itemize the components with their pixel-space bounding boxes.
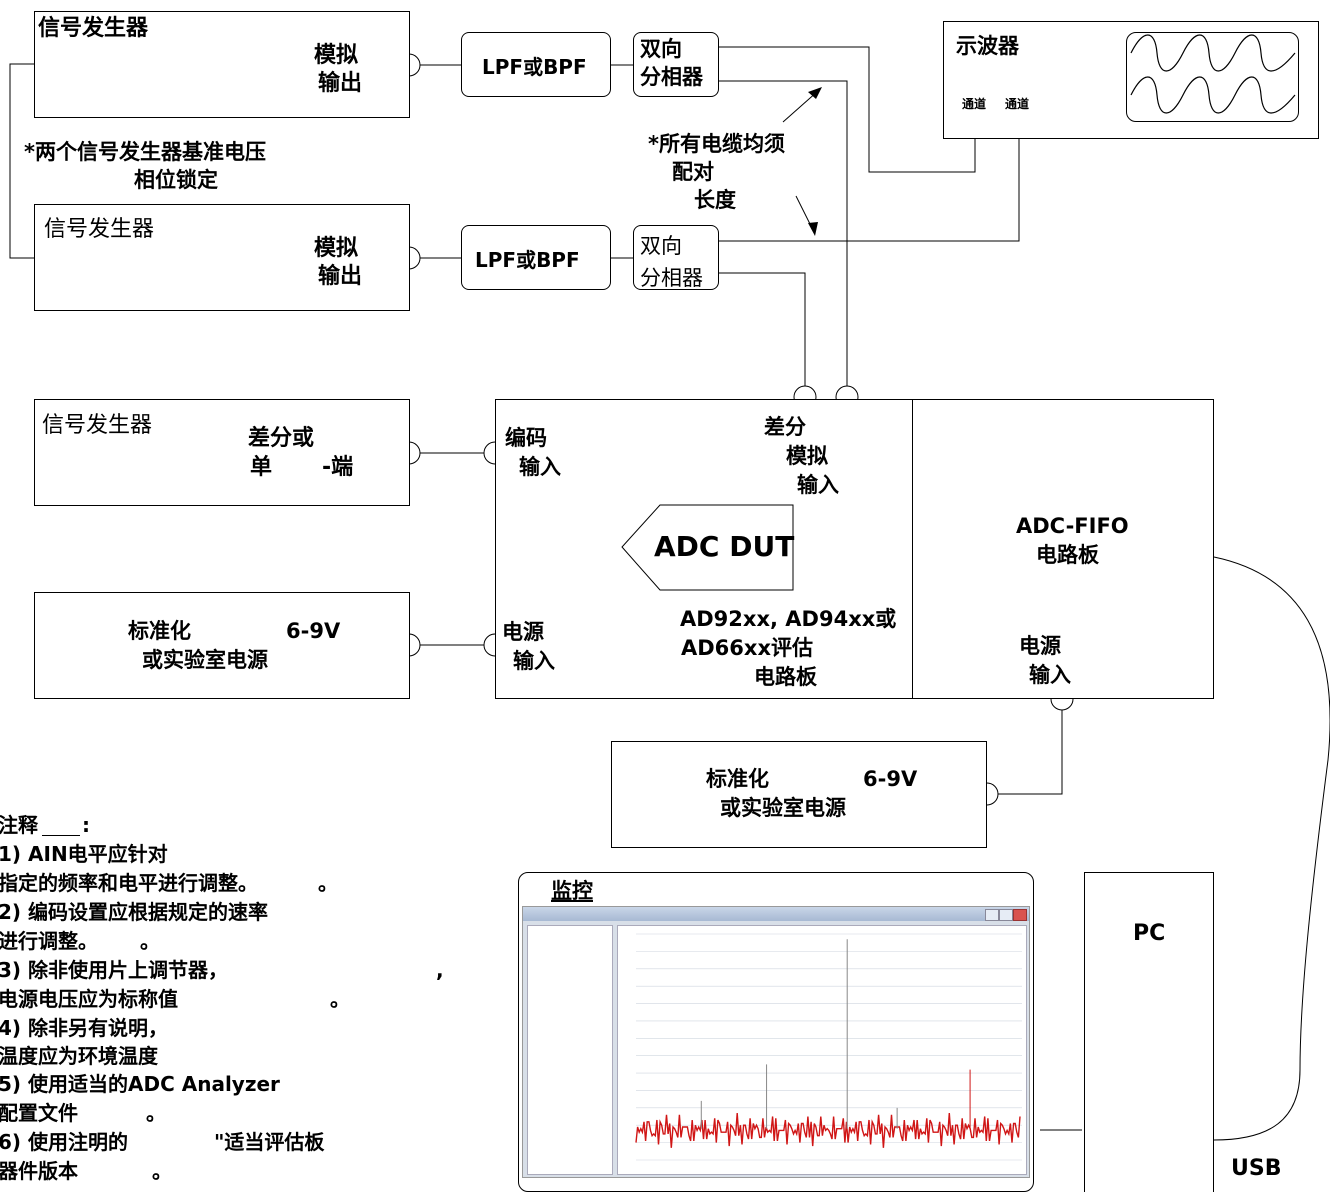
fifo-power-input-label: 输入	[1029, 663, 1071, 687]
power-supply-1-label: 标准化	[128, 619, 191, 643]
cable-note: *所有电缆均须	[648, 132, 785, 156]
note-dot: 。	[146, 1101, 166, 1125]
analyzer-results-panel	[527, 925, 613, 1175]
filter-2-label: LPF或BPF	[475, 248, 580, 272]
notes-colon: :	[82, 813, 90, 837]
note-line: 3) 除非使用片上调节器，	[0, 958, 229, 982]
note-quote: "适当评估板	[214, 1130, 325, 1154]
power-supply-2-label: 标准化	[706, 767, 769, 791]
eval-power-input-label: 电源	[502, 620, 544, 644]
splitter-2-label: 分相器	[640, 266, 703, 290]
note-line: 配置文件	[0, 1101, 78, 1125]
monitor-title: 监控	[551, 879, 593, 903]
note-line: 5) 使用适当的ADC Analyzer	[0, 1072, 280, 1096]
oscilloscope-title: 示波器	[956, 34, 1019, 58]
ref-lock-note: 相位锁定	[134, 168, 218, 192]
encode-output-label: 差分或	[248, 426, 315, 451]
note-line: 1) AIN电平应针对	[0, 842, 168, 866]
note-line: 4) 除非另有说明，	[0, 1016, 169, 1040]
sine-wave-icon	[1130, 34, 1296, 114]
fifo-board-label: 电路板	[1036, 543, 1099, 567]
power-supply-1-voltage: 6-9V	[286, 619, 341, 643]
splitter-1-label: 分相器	[640, 65, 703, 89]
adc-dut-shape	[621, 504, 794, 591]
fifo-power-input-label: 电源	[1019, 634, 1061, 658]
fft-chart	[635, 933, 1022, 1161]
power-supply-1	[34, 592, 410, 699]
signal-generator-2-title: 信号发生器	[44, 217, 155, 242]
note-line: 进行调整。	[0, 929, 98, 953]
window-close-icon[interactable]	[1013, 909, 1027, 921]
analog-input-label: 输入	[797, 473, 839, 497]
signal-generator-3-title: 信号发生器	[42, 413, 153, 438]
notes-title: 注释	[0, 813, 38, 837]
adc-evaluation-board	[495, 399, 1214, 699]
power-supply-2	[611, 741, 987, 848]
signal-generator-1-title: 信号发生器	[38, 16, 149, 41]
filter-1	[461, 32, 611, 97]
pc-label: PC	[1133, 921, 1166, 946]
note-comma: ,	[436, 958, 444, 982]
encode-input-label: 输入	[519, 455, 561, 479]
splitter-1	[633, 32, 719, 97]
splitter-2	[633, 225, 719, 290]
signal-generator-2	[34, 204, 410, 311]
note-line: 温度应为环境温度	[0, 1044, 158, 1068]
analog-output-label: 输出	[318, 71, 363, 96]
scope-channel-a-label: 通道	[962, 97, 987, 111]
signal-generator-1	[34, 11, 410, 118]
analog-output-label: 模拟	[314, 236, 359, 261]
scope-channel-b-label: 通道	[1005, 97, 1030, 111]
eval-board-name: AD92xx, AD94xx或	[680, 607, 897, 631]
splitter-2-label: 双向	[640, 234, 682, 258]
encode-output-label: 单	[250, 455, 273, 480]
fft-noise-series	[635, 1113, 1021, 1148]
analyzer-window	[522, 906, 1030, 1178]
power-supply-2-label: 或实验室电源	[720, 796, 846, 820]
cable-note: 长度	[694, 188, 736, 212]
scope-screen	[1126, 32, 1299, 122]
pc	[1084, 872, 1214, 1192]
eval-board-name: 电路板	[754, 665, 817, 689]
note-line: 指定的频率和电平进行调整。	[0, 871, 258, 895]
analog-output-label: 输出	[318, 264, 363, 289]
cable-note: 配对	[672, 160, 714, 184]
eval-board-name: AD66xx评估	[681, 636, 813, 660]
power-supply-2-voltage: 6-9V	[863, 767, 918, 791]
note-dot: 。	[330, 987, 350, 1011]
window-minimize-icon[interactable]	[985, 909, 999, 921]
filter-2	[461, 225, 611, 290]
fifo-board-label: ADC-FIFO	[1016, 514, 1129, 538]
encode-input-label: 编码	[505, 426, 547, 450]
note-line: 电源电压应为标称值	[0, 987, 178, 1011]
note-line: 6) 使用注明的	[0, 1130, 129, 1154]
analog-input-label: 差分	[764, 415, 806, 439]
eval-power-input-label: 输入	[513, 649, 555, 673]
usb-label: USB	[1231, 1156, 1282, 1181]
power-supply-1-label: 或实验室电源	[142, 648, 268, 672]
fft-plot	[617, 925, 1027, 1175]
splitter-1-label: 双向	[640, 37, 682, 61]
note-line: 2) 编码设置应根据规定的速率	[0, 900, 269, 924]
adc-dut-label: ADC DUT	[654, 530, 795, 563]
filter-1-label: LPF或BPF	[482, 55, 587, 79]
note-dot: 。	[140, 929, 160, 953]
ref-lock-note: *两个信号发生器基准电压	[24, 140, 266, 164]
encode-output-label: -端	[322, 455, 354, 480]
note-dot: 。	[318, 871, 338, 895]
analog-input-label: 模拟	[786, 444, 828, 468]
analog-output-label: 模拟	[314, 43, 359, 68]
note-line: 器件版本	[0, 1159, 78, 1183]
board-divider	[912, 399, 913, 699]
signal-generator-3	[34, 399, 410, 506]
window-maximize-icon[interactable]	[999, 909, 1013, 921]
analyzer-titlebar	[523, 907, 1029, 921]
notes-title-underline	[42, 835, 80, 836]
note-dot: 。	[152, 1159, 172, 1183]
